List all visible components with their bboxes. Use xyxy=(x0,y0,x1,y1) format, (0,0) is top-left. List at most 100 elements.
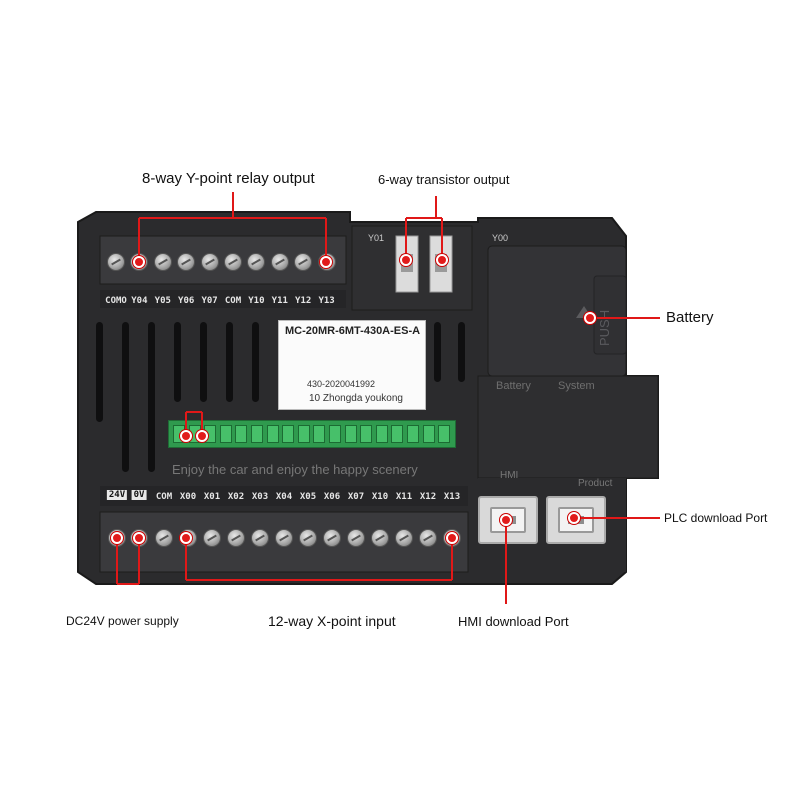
strip-pin xyxy=(391,425,404,443)
terminal-screw xyxy=(200,253,219,271)
hmi-port-text: HMI xyxy=(500,470,519,481)
terminal-screw xyxy=(251,529,269,547)
terminal-label: Y04 xyxy=(131,296,148,306)
strip-pin xyxy=(219,425,232,443)
terminal-label: COM xyxy=(155,492,173,502)
terminal-label: X00 xyxy=(179,492,197,502)
terminal-label: X10 xyxy=(371,492,389,502)
terminal-label: X11 xyxy=(395,492,413,502)
vent-slot xyxy=(96,322,103,422)
model-label: MC-20MR-6MT-430A-ES-A xyxy=(285,325,421,337)
x-input-callout: 12-way X-point input xyxy=(268,613,396,629)
green-terminal-strip xyxy=(168,420,456,448)
terminal-screw xyxy=(371,529,389,547)
callout-dot xyxy=(111,532,123,544)
terminal-label: Y13 xyxy=(318,296,335,306)
vent-slot xyxy=(200,322,207,402)
callout-dot xyxy=(133,532,145,544)
strip-pin xyxy=(235,425,248,443)
terminal-label: Y10 xyxy=(248,296,265,306)
vent-slot xyxy=(458,322,465,382)
plc-port-callout: PLC download Port xyxy=(664,511,768,525)
terminal-screw xyxy=(107,253,125,271)
terminal-label: Y12 xyxy=(295,296,312,306)
power-callout: DC24V power supply xyxy=(66,614,179,628)
strip-pin xyxy=(329,425,341,443)
strip-pin xyxy=(422,425,435,443)
strip-pin xyxy=(360,425,373,443)
terminal-label: Y11 xyxy=(271,296,288,306)
terminal-label: Y07 xyxy=(201,296,218,306)
callout-dot xyxy=(133,256,145,268)
system-tab-text: System xyxy=(558,380,595,392)
terminal-label: X13 xyxy=(443,492,461,502)
terminal-screw xyxy=(155,529,173,547)
model-sticker: MC-20MR-6MT-430A-ES-A 430-2020041992 10 … xyxy=(278,320,426,410)
strip-pin xyxy=(297,425,310,443)
callout-dot xyxy=(180,430,192,442)
vent-slot xyxy=(252,322,259,402)
vent-slot xyxy=(174,322,181,402)
terminal-label: X02 xyxy=(227,492,245,502)
terminal-screw xyxy=(419,529,437,547)
terminal-label: X12 xyxy=(419,492,437,502)
terminal-label: Y05 xyxy=(154,296,171,306)
terminal-label: COM xyxy=(224,296,242,306)
battery-callout: Battery xyxy=(666,309,714,326)
terminal-screw xyxy=(247,253,266,271)
vent-slot xyxy=(122,322,129,472)
slogan-text: Enjoy the car and enjoy the happy scener… xyxy=(172,462,418,477)
terminal-label: Y06 xyxy=(178,296,195,306)
plc-usb-port[interactable] xyxy=(546,496,606,544)
terminal-label: X01 xyxy=(203,492,221,502)
strip-pin xyxy=(313,425,326,443)
terminal-screw xyxy=(395,529,413,547)
terminal-screw xyxy=(275,529,293,547)
terminal-label: X04 xyxy=(275,492,293,502)
maker-line: 10 Zhongda youkong xyxy=(309,393,403,404)
terminal-screw xyxy=(177,253,196,271)
y01-text: Y01 xyxy=(368,233,385,243)
hmi-port-callout: HMI download Port xyxy=(458,614,569,629)
vent-slot xyxy=(148,322,155,472)
strip-pin xyxy=(282,425,295,443)
power-terminal-label: 24V xyxy=(106,490,128,500)
serial-number: 430-2020041992 xyxy=(307,379,376,389)
callout-dot xyxy=(320,256,332,268)
terminal-screw xyxy=(347,529,365,547)
vent-slot xyxy=(434,322,441,382)
strip-pin xyxy=(438,425,451,443)
strip-pin xyxy=(344,425,357,443)
product-port-text: Product xyxy=(578,478,613,489)
strip-pin xyxy=(375,425,388,443)
terminal-screw xyxy=(294,253,313,271)
callout-dot xyxy=(568,512,580,524)
terminal-label: X07 xyxy=(347,492,365,502)
y00-text: Y00 xyxy=(492,233,509,243)
push-text: PUSH xyxy=(597,309,612,346)
y-relay-callout: 8-way Y-point relay output xyxy=(142,170,315,187)
terminal-label: X05 xyxy=(299,492,317,502)
terminal-screw xyxy=(299,529,317,547)
terminal-label: COMO xyxy=(105,296,127,306)
callout-dot xyxy=(436,254,448,266)
terminal-screw xyxy=(224,253,242,271)
terminal-screw xyxy=(323,529,341,547)
strip-pin xyxy=(251,425,263,443)
battery-tab-text: Battery xyxy=(496,380,531,392)
terminal-label: X03 xyxy=(251,492,269,502)
callout-dot xyxy=(400,254,412,266)
strip-pin xyxy=(266,425,279,443)
strip-pin xyxy=(407,425,419,443)
vent-slot xyxy=(226,322,233,402)
terminal-screw xyxy=(203,529,221,547)
callout-dot xyxy=(584,312,596,324)
callout-dot xyxy=(446,532,458,544)
terminal-screw xyxy=(270,253,289,271)
transistor-callout: 6-way transistor output xyxy=(378,172,510,187)
callout-dot xyxy=(500,514,512,526)
terminal-screw xyxy=(227,529,245,547)
terminal-screw xyxy=(153,253,172,271)
power-terminal-label: 0V xyxy=(131,490,147,500)
